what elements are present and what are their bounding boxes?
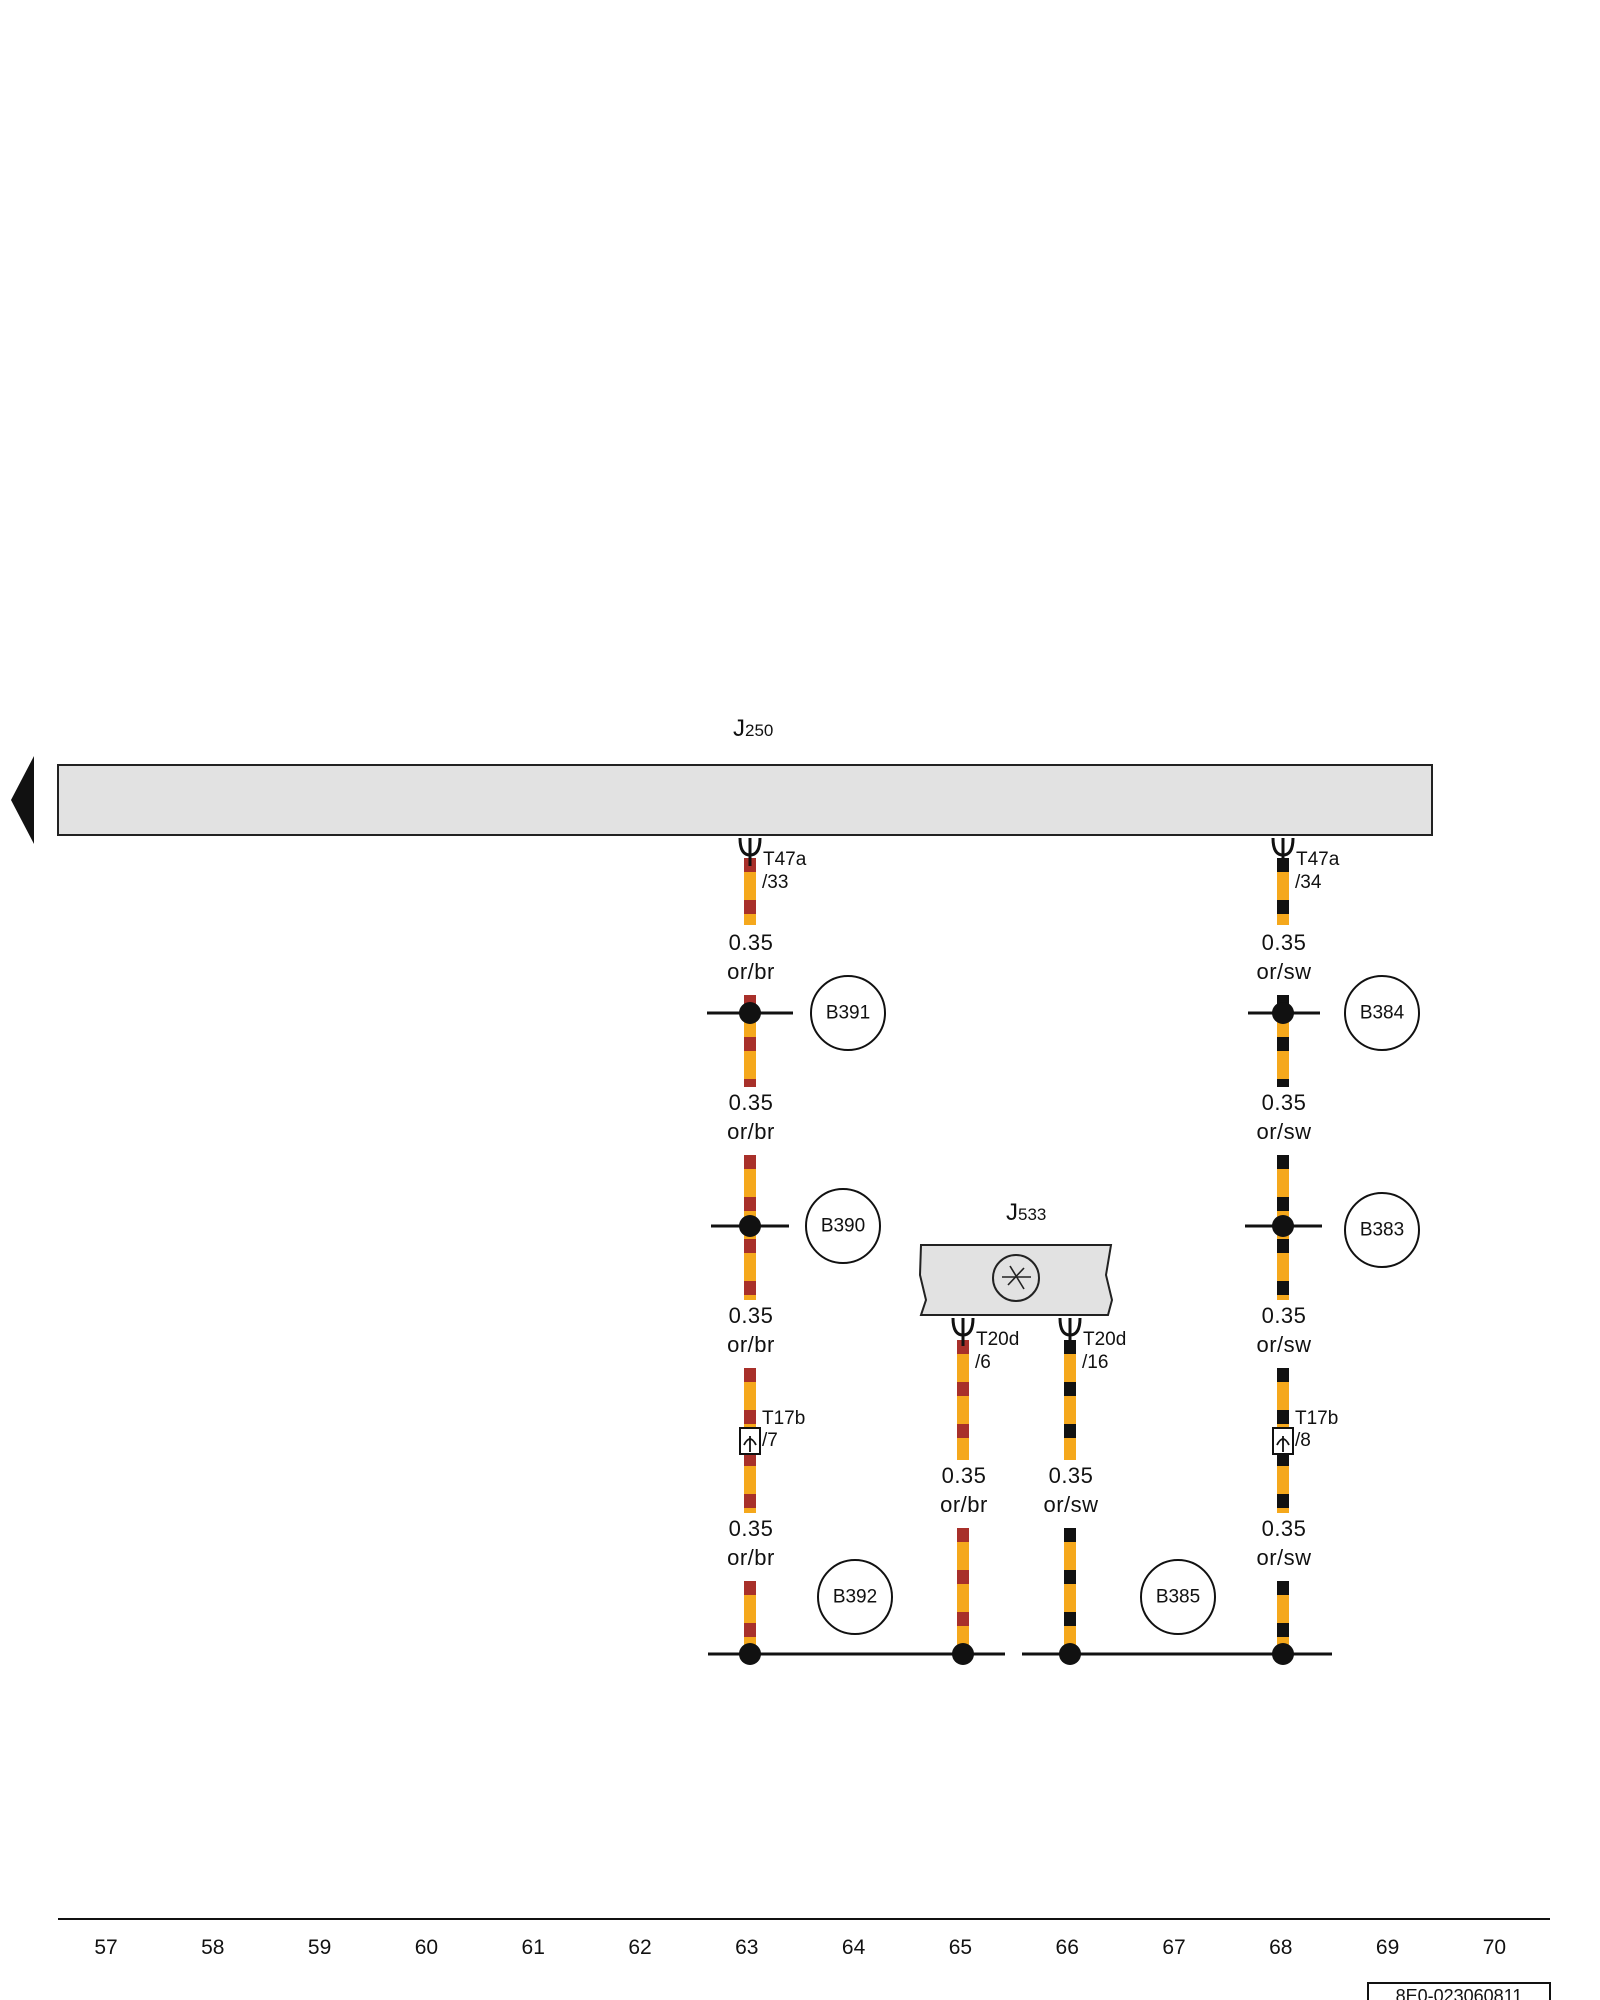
svg-text:B385: B385 — [1156, 1587, 1200, 1608]
track-number: 70 — [1483, 1936, 1506, 1959]
svg-text:0.35: 0.35 — [729, 1303, 774, 1328]
junction-dot — [1059, 1643, 1081, 1665]
svg-text:or/sw: or/sw — [1256, 1332, 1311, 1357]
track-number: 68 — [1269, 1936, 1292, 1959]
track-number: 67 — [1162, 1936, 1185, 1959]
junction-dot — [739, 1215, 761, 1237]
track-number: 60 — [415, 1936, 438, 1959]
svg-text:or/br: or/br — [940, 1492, 988, 1517]
svg-text:0.35: 0.35 — [1262, 1303, 1307, 1328]
splice-b385[interactable]: B385 — [1140, 1559, 1216, 1635]
wire-label: 0.35 or/br — [727, 1516, 775, 1570]
gateway-symbol-icon — [992, 1254, 1040, 1302]
svg-text:or/sw: or/sw — [1043, 1492, 1098, 1517]
track-number: 69 — [1376, 1936, 1399, 1959]
svg-text:0.35: 0.35 — [942, 1463, 987, 1488]
component-j533-label: J533 — [1006, 1199, 1046, 1226]
track-number: 65 — [949, 1936, 972, 1959]
track-number: 64 — [842, 1936, 866, 1959]
svg-text:0.35: 0.35 — [1262, 1516, 1307, 1541]
svg-text:0.35: 0.35 — [1262, 1090, 1307, 1115]
svg-text:0.35: 0.35 — [1262, 930, 1307, 955]
svg-text:/8: /8 — [1295, 1430, 1311, 1451]
component-j250-bar[interactable] — [57, 764, 1433, 836]
connector-t47a-33: T47a /33 — [762, 849, 807, 893]
splice-b383[interactable]: B383 — [1344, 1192, 1420, 1268]
junction-dot — [739, 1002, 761, 1024]
svg-text:0.35: 0.35 — [729, 1516, 774, 1541]
wire-label: 0.35 or/sw — [1043, 1463, 1098, 1517]
connector-terminal-icon — [738, 837, 762, 866]
svg-text:/16: /16 — [1082, 1352, 1108, 1373]
connector-t20d-6: T20d /6 — [975, 1329, 1019, 1373]
junction-dot — [1272, 1215, 1294, 1237]
svg-text:/34: /34 — [1295, 872, 1322, 893]
svg-text:or/sw: or/sw — [1256, 1119, 1311, 1144]
wire-label: 0.35 or/sw — [1256, 930, 1311, 984]
track-number: 59 — [308, 1936, 331, 1959]
connector-t20d-16: T20d /16 — [1082, 1329, 1126, 1373]
wire-label: 0.35 or/br — [727, 1303, 775, 1357]
component-j250-label: J250 — [733, 715, 773, 742]
svg-text:T47a: T47a — [1296, 849, 1340, 870]
svg-text:or/br: or/br — [727, 1545, 775, 1570]
track-number: 66 — [1056, 1936, 1079, 1959]
wire-label: 0.35 or/br — [940, 1463, 988, 1517]
svg-text:B390: B390 — [821, 1216, 865, 1237]
track-numbers: 57 58 59 60 61 62 63 64 65 66 67 68 69 70 — [94, 1936, 1506, 1959]
connector-t47a-34: T47a /34 — [1295, 849, 1340, 893]
svg-text:/33: /33 — [762, 872, 788, 893]
connector-terminal-icon — [951, 1317, 975, 1346]
svg-text:or/br: or/br — [727, 1119, 775, 1144]
splice-b392[interactable]: B392 — [817, 1559, 893, 1635]
connector-t17b-7: T17b /7 — [762, 1408, 805, 1451]
splice-b384[interactable]: B384 — [1344, 975, 1420, 1051]
svg-text:or/br: or/br — [727, 959, 775, 984]
document-id-box — [1367, 1982, 1551, 2000]
svg-text:T20d: T20d — [976, 1329, 1019, 1350]
svg-text:B383: B383 — [1360, 1220, 1404, 1241]
svg-text:T47a: T47a — [763, 849, 807, 870]
svg-text:B391: B391 — [826, 1003, 870, 1024]
document-id: 8E0-023060811 — [1396, 1986, 1523, 2000]
wire-label: 0.35 or/br — [727, 930, 775, 984]
svg-text:0.35: 0.35 — [729, 1090, 774, 1115]
inline-connector-icon — [1272, 1427, 1294, 1455]
component-j533-box[interactable] — [918, 1244, 1114, 1316]
svg-text:B392: B392 — [833, 1587, 877, 1608]
wire-label: 0.35 or/br — [727, 1090, 775, 1144]
junction-dot — [1272, 1643, 1294, 1665]
connector-terminal-icon — [1271, 837, 1295, 866]
track-number: 57 — [94, 1936, 117, 1959]
junction-dot — [952, 1643, 974, 1665]
svg-text:0.35: 0.35 — [1049, 1463, 1094, 1488]
wire-label: 0.35 or/sw — [1256, 1516, 1311, 1570]
wire-label: 0.35 or/sw — [1256, 1303, 1311, 1357]
svg-text:0.35: 0.35 — [729, 930, 774, 955]
connector-terminal-icon — [1058, 1317, 1082, 1346]
track-number: 58 — [201, 1936, 224, 1959]
inline-connector-icon — [739, 1427, 761, 1455]
splice-b391[interactable]: B391 — [810, 975, 886, 1051]
svg-text:or/sw: or/sw — [1256, 959, 1311, 984]
svg-text:or/sw: or/sw — [1256, 1545, 1311, 1570]
splice-b390[interactable]: B390 — [805, 1188, 881, 1264]
svg-text:B384: B384 — [1360, 1003, 1405, 1024]
svg-text:T20d: T20d — [1083, 1329, 1126, 1350]
svg-text:T17b: T17b — [1295, 1408, 1338, 1429]
wire-label: 0.35 or/sw — [1256, 1090, 1311, 1144]
svg-text:/7: /7 — [762, 1430, 778, 1451]
track-number: 62 — [628, 1936, 651, 1959]
junction-dot — [739, 1643, 761, 1665]
svg-text:/6: /6 — [975, 1352, 991, 1373]
continuation-arrow-icon — [11, 756, 34, 844]
track-number: 61 — [522, 1936, 545, 1959]
junction-dot — [1272, 1002, 1294, 1024]
svg-text:or/br: or/br — [727, 1332, 775, 1357]
connector-t17b-8: T17b /8 — [1295, 1408, 1338, 1451]
track-number: 63 — [735, 1936, 758, 1959]
svg-text:T17b: T17b — [762, 1408, 805, 1429]
